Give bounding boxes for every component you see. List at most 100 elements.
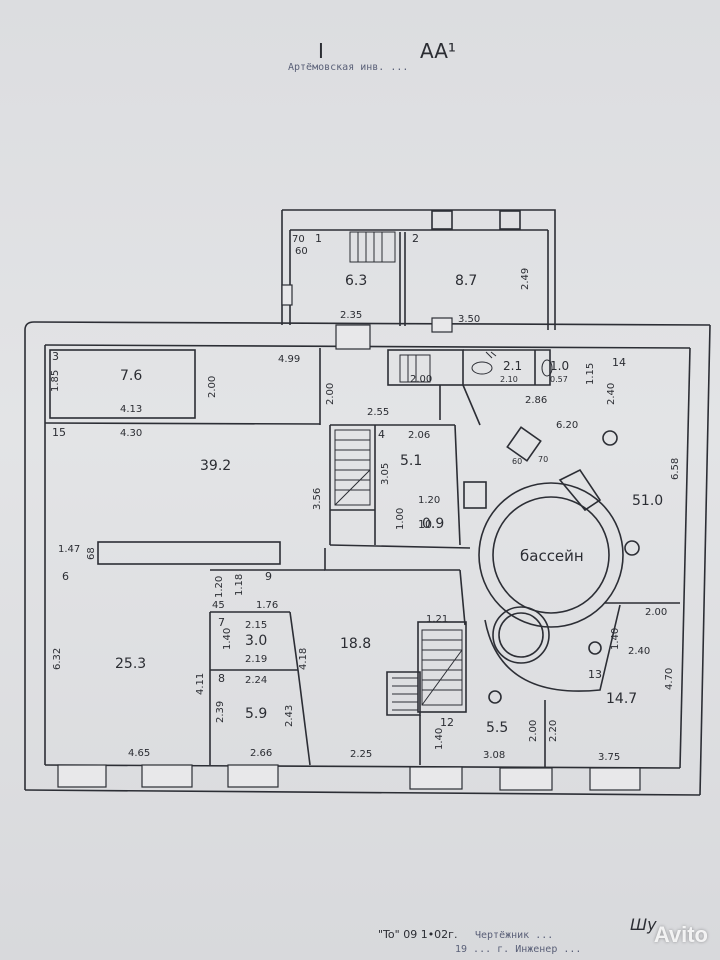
svg-text:0.57: 0.57 [550,375,568,384]
svg-text:1.20: 1.20 [214,576,225,598]
svg-text:4.99: 4.99 [278,354,300,365]
svg-text:2.43: 2.43 [284,705,295,727]
svg-text:1.15: 1.15 [585,363,596,385]
svg-text:6.58: 6.58 [670,458,681,480]
svg-text:2.55: 2.55 [367,407,389,418]
svg-text:9: 9 [265,570,272,583]
svg-text:2.86: 2.86 [525,395,547,406]
svg-text:2.25: 2.25 [350,749,372,760]
svg-text:45: 45 [212,600,225,611]
svg-text:2.24: 2.24 [245,675,267,686]
svg-text:70: 70 [538,455,548,464]
svg-text:2.39: 2.39 [215,701,226,723]
pool [463,426,640,704]
room-9-area: 18.8 [340,636,371,652]
svg-text:2.00: 2.00 [325,383,336,405]
svg-text:2.20: 2.20 [548,720,559,742]
fixtures [471,351,553,377]
svg-text:2.00: 2.00 [410,374,432,385]
room-3-area: 7.6 [120,368,142,384]
svg-text:2.40: 2.40 [606,383,617,405]
svg-text:4.65: 4.65 [128,748,150,759]
svg-text:3.56: 3.56 [312,488,323,510]
room-8-area: 5.9 [245,706,267,722]
svg-text:3.05: 3.05 [380,463,391,485]
svg-text:4.13: 4.13 [120,404,142,415]
stamp-line-1: Чертёжник ... [475,930,553,941]
svg-text:2.00: 2.00 [207,376,218,398]
svg-text:60: 60 [512,457,522,466]
svg-text:1.47: 1.47 [58,544,80,555]
svg-text:6.20: 6.20 [556,420,578,431]
svg-text:6: 6 [62,570,69,583]
svg-text:1: 1 [315,232,322,245]
wc-area-1: 2.1 [503,359,522,373]
svg-text:13: 13 [588,668,602,681]
svg-text:3.08: 3.08 [483,750,505,761]
room-2-area: 8.7 [455,273,477,289]
wc-area-2: 1.0 [550,359,569,373]
svg-text:2.40: 2.40 [628,646,650,657]
svg-text:1.85: 1.85 [50,370,61,392]
svg-text:3: 3 [52,350,59,363]
svg-text:3.50: 3.50 [458,314,480,325]
svg-text:7: 7 [218,616,225,629]
svg-text:10: 10 [418,518,432,531]
svg-text:2.66: 2.66 [250,748,272,759]
room-14-area: 51.0 [632,493,663,509]
svg-text:12: 12 [440,716,454,729]
stamp-line-2: 19 ... г. Инженер ... [455,944,581,955]
svg-text:1.40: 1.40 [222,628,233,650]
svg-text:2.00: 2.00 [645,607,667,618]
room-7-area: 3.0 [245,633,267,649]
section-label: AA¹ [420,39,456,63]
svg-text:8: 8 [218,672,225,685]
room-numbers: 1 2 3 15 4 10 14 6 7 8 9 12 13 [52,232,626,729]
svg-text:2.06: 2.06 [408,430,430,441]
room-4-area: 5.1 [400,453,422,469]
room-15-area: 39.2 [200,458,231,474]
svg-text:68: 68 [86,547,97,560]
room-areas: 6.3 8.7 7.6 39.2 5.1 0.9 51.0 25.3 3.0 5… [115,273,663,736]
avito-watermark: Avito [653,922,708,947]
svg-text:2: 2 [412,232,419,245]
svg-text:4.11: 4.11 [195,673,206,695]
svg-text:70: 70 [292,234,305,245]
svg-text:2.49: 2.49 [520,268,531,290]
svg-text:2.35: 2.35 [340,310,362,321]
svg-text:4: 4 [378,428,385,441]
date-stamp: "To" 09 1•02г. [378,928,457,941]
room-10-area: 0.9 [422,516,444,532]
room-13-area: 14.7 [606,691,637,707]
svg-text:14: 14 [612,356,626,369]
windows [57,284,641,791]
svg-text:1.40: 1.40 [610,628,621,650]
svg-text:15: 15 [52,426,66,439]
svg-text:2.10: 2.10 [500,375,518,384]
svg-text:4.30: 4.30 [120,428,142,439]
svg-text:60: 60 [295,246,308,257]
stairs [334,231,463,711]
dimensions: 70 60 2.49 2.35 3.50 1.85 4.13 2.00 4.99… [50,234,681,763]
walls [24,209,711,796]
svg-text:2.00: 2.00 [528,720,539,742]
svg-text:2.19: 2.19 [245,654,267,665]
svg-text:2.15: 2.15 [245,620,267,631]
svg-text:4.18: 4.18 [298,648,309,670]
svg-text:1.18: 1.18 [234,574,245,596]
svg-text:3.75: 3.75 [598,752,620,763]
signature: Шу [630,915,657,934]
svg-text:1.20: 1.20 [418,495,440,506]
svg-text:1.76: 1.76 [256,600,278,611]
room-12-area: 5.5 [486,720,508,736]
pool-label: бассейн [520,547,584,565]
room-1-area: 6.3 [345,273,367,289]
svg-text:4.70: 4.70 [664,668,675,690]
svg-text:1.21: 1.21 [426,614,448,625]
svg-text:1.40: 1.40 [434,728,445,750]
top-stamp: Артёмовская инв. ... [288,62,408,73]
room-6-area: 25.3 [115,656,146,672]
floor-label: I [318,39,324,63]
